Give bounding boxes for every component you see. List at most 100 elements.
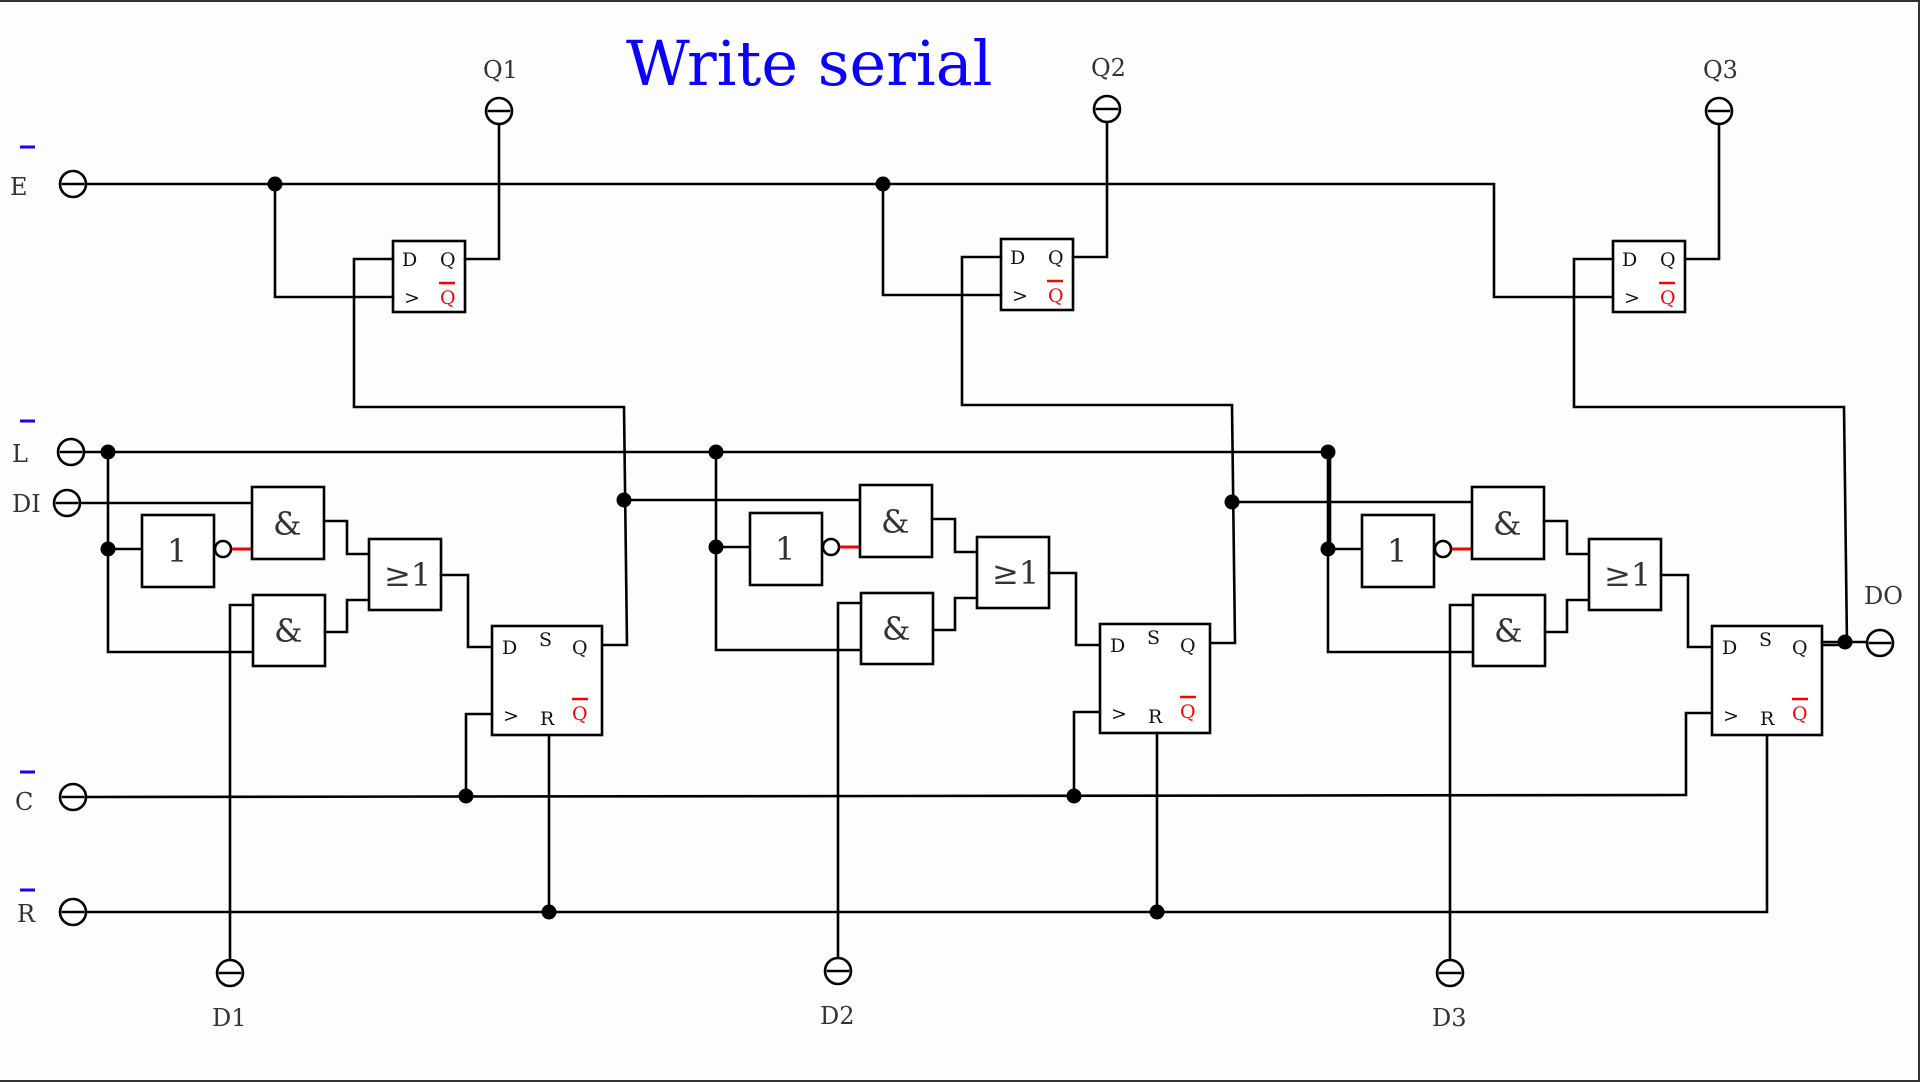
srff-body <box>1098 622 1212 735</box>
dff-pin-q: Q <box>440 249 456 271</box>
srff-pin-s: S <box>539 629 552 651</box>
dff-pin-d: D <box>1010 247 1025 269</box>
input-DI[interactable]: DI <box>12 488 82 518</box>
or-symbol: ≥1 <box>992 554 1039 592</box>
stage-1-wire-or-sr <box>439 573 494 649</box>
output-label-DO: DO <box>1864 582 1903 610</box>
input-label-C: C <box>15 788 33 816</box>
srff-pin-qbar: Q <box>1180 701 1196 723</box>
stage-2-and-gate-2[interactable]: & <box>859 591 935 666</box>
connector-Q1-icon[interactable] <box>484 96 514 126</box>
and-body <box>251 593 327 668</box>
srff-pin-r: R <box>540 708 555 730</box>
stage-3-wire-and1-or <box>1542 519 1591 556</box>
dff-body <box>1611 239 1687 314</box>
dff-pin-qbar: Q <box>1048 285 1064 307</box>
input-label-D1: D1 <box>212 1004 247 1032</box>
connector-Q2-icon[interactable] <box>1092 94 1122 124</box>
stage-2-wire-dff-clk <box>881 182 1003 297</box>
dff-pin-d: D <box>1622 249 1637 271</box>
stage-1-not-gate[interactable]: 1 <box>140 513 233 589</box>
input-label-D3: D3 <box>1432 1004 1467 1032</box>
srff-body <box>490 624 604 737</box>
srff-pin-r: R <box>1148 706 1163 728</box>
connector-L-icon[interactable] <box>56 437 86 467</box>
stage-1-wire-q-out <box>463 122 501 261</box>
stage-2-or-gate[interactable]: ≥1 <box>975 535 1051 610</box>
srff-pin-clk: > <box>1111 703 1127 725</box>
input-L[interactable]: L <box>12 419 86 468</box>
stage-2-wire-and2-or <box>931 596 979 632</box>
input-E[interactable]: E <box>10 145 88 201</box>
dff-pin-qbar: Q <box>440 287 456 309</box>
stage-1-and-gate-2[interactable]: & <box>251 593 327 668</box>
stage-1-or-gate[interactable]: ≥1 <box>367 537 443 612</box>
stage-1-wire-feedback <box>352 257 629 647</box>
connector-R-icon[interactable] <box>58 897 88 927</box>
srff-pin-q: Q <box>1180 635 1196 657</box>
not-body <box>140 513 216 589</box>
and-body <box>858 483 934 559</box>
connector-D2-icon[interactable] <box>823 956 853 986</box>
connector-DO-icon[interactable] <box>1865 628 1895 658</box>
connector-D3-icon[interactable] <box>1435 958 1465 988</box>
srff-pin-d: D <box>502 637 517 659</box>
srff-pin-s: S <box>1759 629 1772 651</box>
input-label-R: R <box>17 900 36 928</box>
connector-DI-icon[interactable] <box>52 488 82 518</box>
and-symbol: & <box>273 505 301 543</box>
input-D2[interactable]: D2 <box>820 956 855 1030</box>
srff-pin-q: Q <box>572 637 588 659</box>
inverter-bubble-icon <box>213 539 233 559</box>
stage-2-wire-L-vertical <box>714 450 863 652</box>
stage-3-and-gate-1[interactable]: & <box>1470 485 1546 561</box>
and-symbol: & <box>274 612 302 650</box>
not-symbol: 1 <box>1387 532 1407 570</box>
stage-2-wire-and1-or <box>930 517 979 554</box>
connector-Q3-icon[interactable] <box>1704 96 1734 126</box>
connector-E-icon[interactable] <box>58 169 88 199</box>
stage-3-or-gate[interactable]: ≥1 <box>1587 537 1663 612</box>
dff-pin-clk: > <box>1624 287 1640 309</box>
connector-C-icon[interactable] <box>58 782 88 812</box>
input-C[interactable]: C <box>15 770 88 816</box>
stage-2-and-gate-1[interactable]: & <box>858 483 934 559</box>
stage-3-and-gate-2[interactable]: & <box>1471 593 1547 668</box>
and-symbol: & <box>1494 612 1522 650</box>
connector-D1-icon[interactable] <box>215 958 245 988</box>
stage-2-not-gate[interactable]: 1 <box>748 511 841 587</box>
srff-pin-qbar: Q <box>572 703 588 725</box>
stage-1-and-gate-1[interactable]: & <box>250 485 326 561</box>
stage-1-wire-and2-or <box>323 598 371 634</box>
input-D1[interactable]: D1 <box>212 958 247 1032</box>
input-D3[interactable]: D3 <box>1432 958 1467 1032</box>
output-Q1[interactable]: Q1 <box>483 56 518 126</box>
output-DO[interactable]: DO <box>1864 582 1903 658</box>
stage-2-wire-feedback <box>960 255 1237 645</box>
stage-1-wire-L-vertical <box>106 450 255 654</box>
output-Q2[interactable]: Q2 <box>1091 54 1126 124</box>
and-body <box>1470 485 1546 561</box>
and-symbol: & <box>882 610 910 648</box>
output-label-Q3: Q3 <box>1703 56 1738 84</box>
input-R[interactable]: R <box>17 888 88 928</box>
diagram-title: Write serial <box>626 27 993 100</box>
and-symbol: & <box>1493 505 1521 543</box>
or-symbol: ≥1 <box>384 556 431 594</box>
output-Q3[interactable]: Q3 <box>1703 56 1738 126</box>
dff-pin-q: Q <box>1660 249 1676 271</box>
dff-pin-d: D <box>402 249 417 271</box>
stage-3-not-gate[interactable]: 1 <box>1360 513 1453 589</box>
output-label-Q1: Q1 <box>483 56 518 84</box>
input-label-DI: DI <box>12 490 41 518</box>
stage-1-wire-dff-clk <box>273 182 395 299</box>
srff-pin-d: D <box>1722 637 1737 659</box>
stage-3-wire-and2-or <box>1543 598 1591 634</box>
and-symbol: & <box>881 503 909 541</box>
